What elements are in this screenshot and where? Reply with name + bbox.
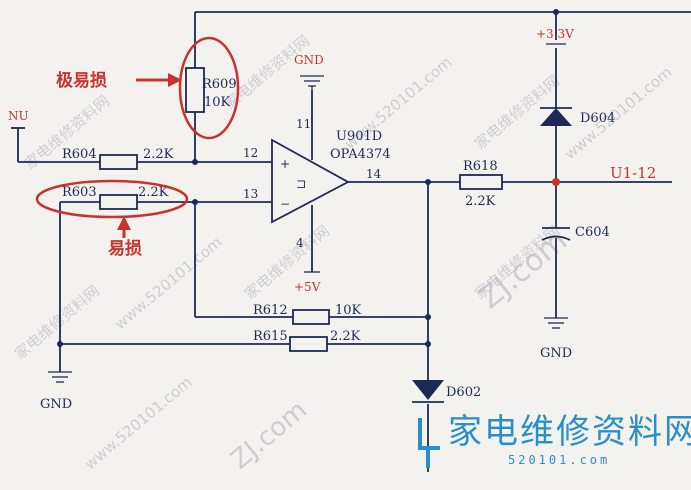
annotation-very-fragile: 极易损 <box>56 36 240 140</box>
c604-ref: C604 <box>575 225 610 240</box>
d604-ref: D604 <box>580 111 615 126</box>
brand-logo-icon <box>418 418 440 468</box>
r604-value: 2.2K <box>143 147 174 162</box>
d602-ref: D602 <box>446 385 481 400</box>
opamp-symbol: ⊐ <box>296 177 306 191</box>
brand-name: 家电维修资料网 <box>448 412 691 452</box>
r618-ref: R618 <box>463 159 498 174</box>
wires <box>11 11 691 472</box>
v5-symbol: +5V <box>294 271 321 294</box>
r609-value: 10K <box>204 95 231 110</box>
annotation-fragile: 易损 <box>35 179 189 259</box>
net-label-u1-12: U1-12 <box>610 164 656 182</box>
r612-ref: R612 <box>253 303 288 318</box>
r615-ref: R615 <box>253 329 288 344</box>
gnd-label-right: GND <box>540 346 572 361</box>
pin-13: 13 <box>243 187 258 201</box>
opamp-ref: U901D <box>336 129 382 144</box>
resistor-r609: R609 10K <box>185 67 237 113</box>
r604-ref: R604 <box>62 147 97 162</box>
opamp-plus: + <box>280 157 290 171</box>
r609-ref: R609 <box>202 77 237 92</box>
nu-label: NU <box>8 109 29 123</box>
v33-symbol: +3.3V <box>536 27 574 45</box>
annotation-very-fragile-text: 极易损 <box>56 70 107 91</box>
resistor-r612: R612 10K <box>253 303 362 325</box>
watermark-text: 家电维修资料网 <box>11 282 103 363</box>
pin-4: 4 <box>296 236 304 250</box>
annotation-fragile-text: 易损 <box>108 238 142 259</box>
opamp-u901d: + − ⊐ U901D OPA4374 11 12 13 14 4 <box>243 117 391 250</box>
watermark-logo: ZJ.com <box>225 395 313 475</box>
r612-value: 10K <box>335 303 362 318</box>
r615-value: 2.2K <box>330 329 361 344</box>
resistor-r604: R604 2.2K <box>62 147 174 170</box>
gnd-label-left: GND <box>40 397 72 412</box>
resistor-r615: R615 2.2K <box>253 329 361 352</box>
pin-14: 14 <box>366 167 382 181</box>
brand-url: 520101.com <box>508 453 610 467</box>
capacitor-c604: C604 <box>541 225 610 241</box>
v33-label: +3.3V <box>536 27 574 41</box>
gnd-symbol-top: GND <box>294 53 324 92</box>
resistor-r618: R618 2.2K <box>459 159 503 209</box>
r603-ref: R603 <box>62 185 97 200</box>
brand-logo: 家电维修资料网 520101.com <box>418 412 691 468</box>
diode-d602: D602 <box>412 380 481 403</box>
watermark-url: www.520101.com <box>81 373 195 473</box>
opamp-minus: − <box>280 197 290 211</box>
r618-value: 2.2K <box>465 194 496 209</box>
gnd-label-top: GND <box>294 53 324 67</box>
junctions <box>57 9 560 347</box>
diode-d604: D604 <box>540 107 615 126</box>
gnd-symbol-left: GND <box>40 371 72 412</box>
watermark-url: www.520101.com <box>561 63 675 163</box>
watermark-text: 家电维修资料网 <box>221 32 313 113</box>
resistor-r603: R603 2.2K <box>62 185 169 210</box>
r603-value: 2.2K <box>138 185 169 200</box>
v5-label: +5V <box>294 280 321 294</box>
watermark-text: 家电维修资料网 <box>471 72 563 153</box>
opamp-part: OPA4374 <box>330 147 391 162</box>
pin-12: 12 <box>243 146 258 160</box>
pin-11: 11 <box>296 117 311 131</box>
gnd-symbol-right: GND <box>540 317 572 361</box>
